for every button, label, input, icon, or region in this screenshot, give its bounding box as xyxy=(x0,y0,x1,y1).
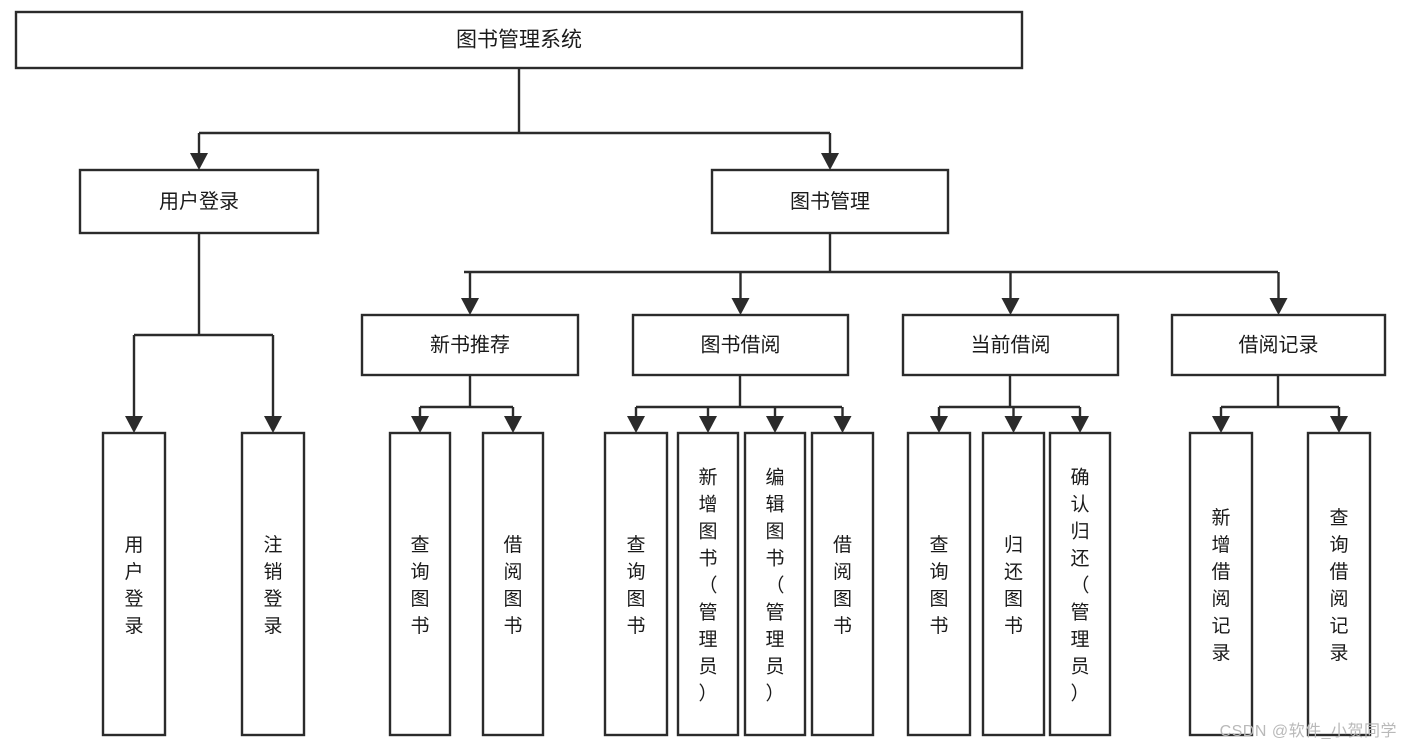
node-borrow-record[interactable]: 借阅记录 xyxy=(1170,313,1387,377)
node-leaf-confirm-return[interactable]: 确认归还（管理员） xyxy=(1048,431,1112,737)
arrow-head-icon xyxy=(766,416,784,433)
arrow-head-icon xyxy=(264,416,282,433)
node-label: 归还图书 xyxy=(1004,534,1023,637)
node-box xyxy=(676,431,740,737)
node-leaf-query-book-2[interactable]: 查询图书 xyxy=(603,431,669,737)
node-label: 确认归还（管理员） xyxy=(1070,467,1089,705)
node-box xyxy=(481,431,545,737)
node-box xyxy=(1306,431,1372,737)
arrow-head-icon xyxy=(461,298,479,315)
node-label: 查询图书 xyxy=(929,534,948,637)
arrow-head-icon xyxy=(190,153,208,170)
arrow-head-icon xyxy=(627,416,645,433)
node-box xyxy=(1170,313,1387,377)
arrow-head-icon xyxy=(821,153,839,170)
arrow-head-icon xyxy=(1004,416,1023,433)
node-label: 当前借阅 xyxy=(971,333,1051,356)
node-label: 查询图书 xyxy=(410,534,429,637)
node-label: 图书借阅 xyxy=(701,333,781,356)
node-leaf-add-book[interactable]: 新增图书（管理员） xyxy=(676,431,740,737)
node-box xyxy=(101,431,167,737)
node-leaf-borrow-book-2[interactable]: 借阅图书 xyxy=(810,431,875,737)
node-box xyxy=(360,313,580,377)
node-layer: 图书管理系统用户登录图书管理新书推荐图书借阅当前借阅借阅记录用户登录注销登录查询… xyxy=(14,10,1387,737)
node-label: 图书管理 xyxy=(790,190,870,213)
arrow-head-icon xyxy=(125,416,143,433)
node-label: 编辑图书（管理员） xyxy=(765,467,784,705)
node-leaf-add-record[interactable]: 新增借阅记录 xyxy=(1188,431,1254,737)
node-leaf-edit-book[interactable]: 编辑图书（管理员） xyxy=(743,431,807,737)
node-label: 新增借阅记录 xyxy=(1211,507,1230,664)
node-label: 借阅图书 xyxy=(503,534,522,637)
node-leaf-return-book[interactable]: 归还图书 xyxy=(981,431,1046,737)
node-root-book-management-system[interactable]: 图书管理系统 xyxy=(14,10,1024,70)
node-label: 用户登录 xyxy=(124,535,143,637)
node-box xyxy=(240,431,306,737)
node-label: 注销登录 xyxy=(263,534,282,637)
node-box xyxy=(743,431,807,737)
node-box xyxy=(901,313,1120,377)
node-label: 用户登录 xyxy=(159,190,239,213)
arrow-head-icon xyxy=(504,416,522,433)
connector-layer xyxy=(125,68,1348,433)
node-leaf-query-book-3[interactable]: 查询图书 xyxy=(906,431,972,737)
node-book-borrow[interactable]: 图书借阅 xyxy=(631,313,850,377)
arrow-head-icon xyxy=(930,416,948,433)
csdn-watermark: CSDN @软件_小贺同学 xyxy=(1219,723,1397,740)
connector-bus-current-borrow xyxy=(930,375,1089,433)
node-box xyxy=(810,431,875,737)
node-box xyxy=(631,313,850,377)
arrow-head-icon xyxy=(411,416,429,433)
arrow-head-icon xyxy=(1212,416,1230,433)
node-box xyxy=(981,431,1046,737)
arrow-head-icon xyxy=(1330,416,1348,433)
node-box xyxy=(388,431,452,737)
node-leaf-user-login[interactable]: 用户登录 xyxy=(101,431,167,737)
connector-bus-book-manage xyxy=(461,233,1288,315)
node-leaf-query-book-1[interactable]: 查询图书 xyxy=(388,431,452,737)
arrow-head-icon xyxy=(833,416,852,433)
connector-bus-user-login xyxy=(125,233,282,433)
node-leaf-borrow-book-1[interactable]: 借阅图书 xyxy=(481,431,545,737)
arrow-head-icon xyxy=(1001,298,1020,315)
arrow-head-icon xyxy=(731,298,750,315)
connector-bus-root xyxy=(190,68,839,170)
arrow-head-icon xyxy=(1269,298,1288,315)
node-box xyxy=(906,431,972,737)
connector-bus-new-book-rec xyxy=(411,375,522,433)
node-box xyxy=(603,431,669,737)
node-label: 图书管理系统 xyxy=(456,29,582,52)
node-box xyxy=(1048,431,1112,737)
node-label: 借阅图书 xyxy=(833,534,852,637)
node-label: 查询借阅记录 xyxy=(1329,507,1348,664)
node-box xyxy=(1188,431,1254,737)
node-box xyxy=(14,10,1024,70)
node-new-book-rec[interactable]: 新书推荐 xyxy=(360,313,580,377)
node-book-manage[interactable]: 图书管理 xyxy=(710,168,950,235)
node-box xyxy=(710,168,950,235)
node-label: 借阅记录 xyxy=(1239,333,1319,356)
arrow-head-icon xyxy=(1071,416,1089,433)
arrow-head-icon xyxy=(699,416,717,433)
node-leaf-query-record[interactable]: 查询借阅记录 xyxy=(1306,431,1372,737)
node-user-login[interactable]: 用户登录 xyxy=(78,168,320,235)
node-label: 查询图书 xyxy=(626,534,645,637)
node-label: 新增图书（管理员） xyxy=(698,467,717,705)
connector-bus-book-borrow xyxy=(627,375,852,433)
node-box xyxy=(78,168,320,235)
node-current-borrow[interactable]: 当前借阅 xyxy=(901,313,1120,377)
node-label: 新书推荐 xyxy=(430,333,510,356)
node-leaf-logout[interactable]: 注销登录 xyxy=(240,431,306,737)
connector-bus-borrow-record xyxy=(1212,375,1348,433)
